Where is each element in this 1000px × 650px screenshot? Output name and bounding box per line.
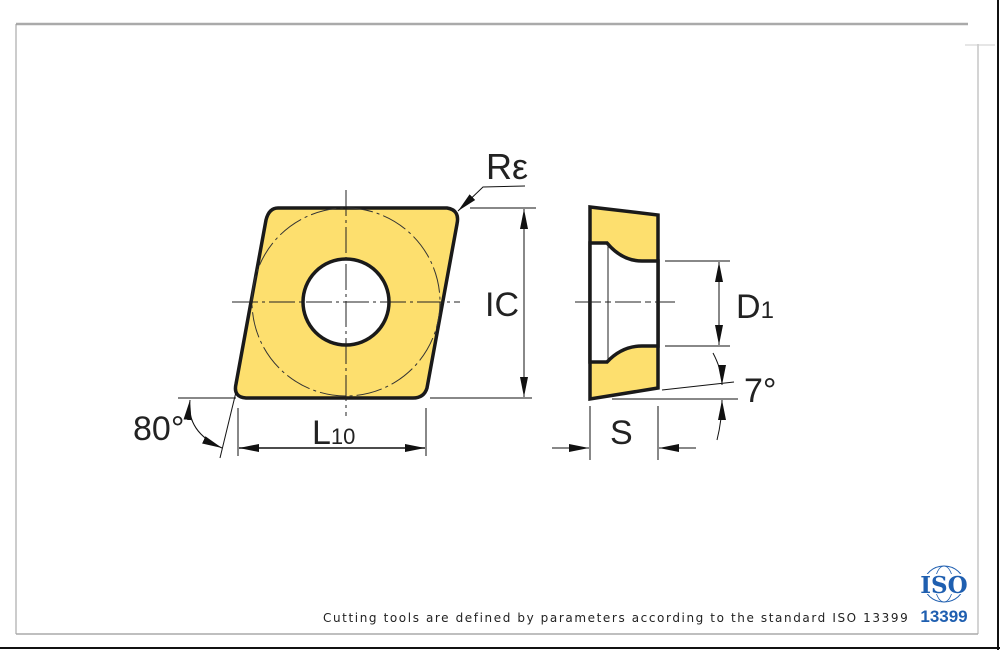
hole-diameter-label: D1: [736, 288, 774, 326]
radius-label: Rε: [486, 146, 528, 187]
clearance-angle-dimension: 7°: [612, 352, 777, 441]
corner-angle-dimension: 80°: [133, 391, 237, 459]
ic-dimension: IC: [430, 207, 536, 399]
insert-top-view: [232, 190, 460, 416]
length-dimension: L10: [237, 408, 427, 456]
thickness-label: S: [610, 414, 633, 452]
ic-label: IC: [485, 286, 519, 324]
corner-angle-label: 80°: [133, 410, 184, 448]
insert-side-view: [575, 205, 675, 402]
svg-text:13399: 13399: [920, 607, 967, 626]
svg-text:ISO: ISO: [920, 572, 967, 599]
length-label: L10: [312, 414, 355, 452]
thickness-dimension: S: [552, 406, 696, 460]
clearance-angle-label: 7°: [744, 372, 777, 410]
hole-diameter-dimension: D1: [665, 260, 774, 347]
iso-logo: ISO 13399: [919, 565, 969, 626]
radius-dimension: Rε: [457, 146, 528, 212]
footer-note: Cutting tools are defined by parameters …: [323, 611, 909, 625]
